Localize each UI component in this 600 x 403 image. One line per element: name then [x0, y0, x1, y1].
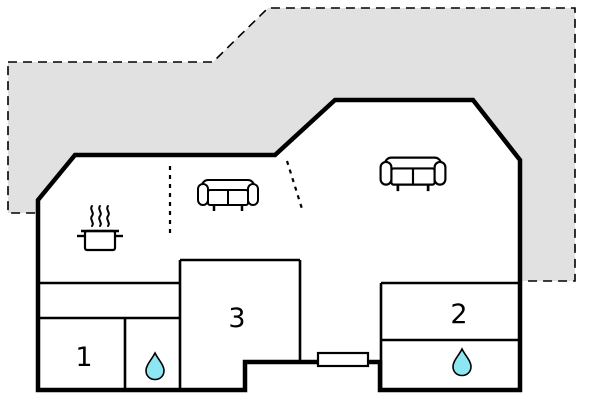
opening-markers	[168, 160, 305, 238]
entrance-door-icon	[316, 351, 370, 368]
water-drop-icon	[145, 351, 165, 381]
room-2-label: 2	[450, 299, 467, 330]
water-drop-icon	[452, 347, 472, 377]
room-1-label: 1	[75, 342, 92, 373]
interior-walls	[38, 258, 520, 390]
room-3-label: 3	[228, 303, 245, 334]
pot-with-steam-icon	[77, 205, 123, 252]
